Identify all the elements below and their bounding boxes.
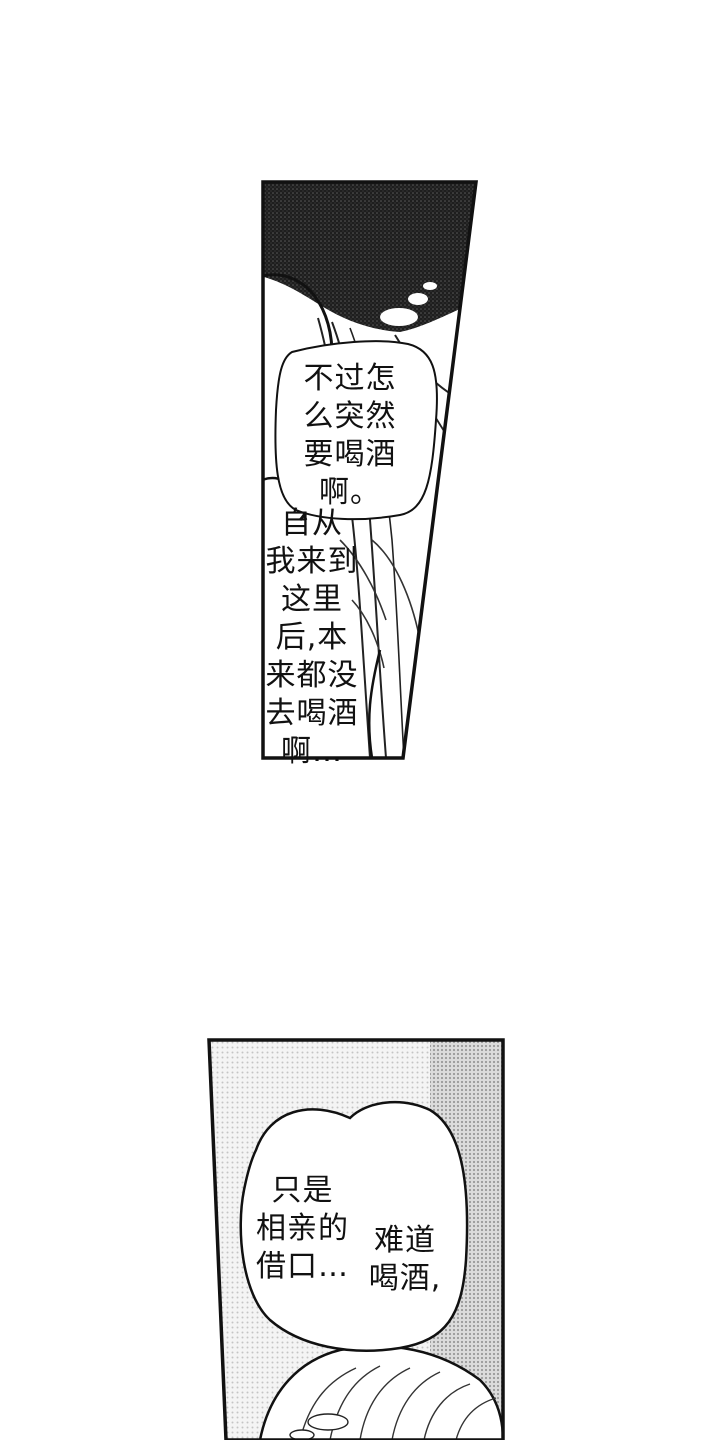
bottom-panel-border [207, 1038, 505, 1440]
bottom-panel-art [209, 1040, 503, 1440]
speech-bubble-2-left-text: 只是 相亲的 借口… [256, 1173, 349, 1284]
top-panel-border [261, 180, 478, 760]
speech-bubble-1-text: 不过怎 么突然 要喝酒 啊。 [303, 361, 397, 510]
narration-1-text: 自从 我来到 这里 后,本 来都没 去喝酒 啊… [265, 506, 359, 769]
speech-bubble-2-right-text: 难道 喝酒, [368, 1223, 442, 1296]
